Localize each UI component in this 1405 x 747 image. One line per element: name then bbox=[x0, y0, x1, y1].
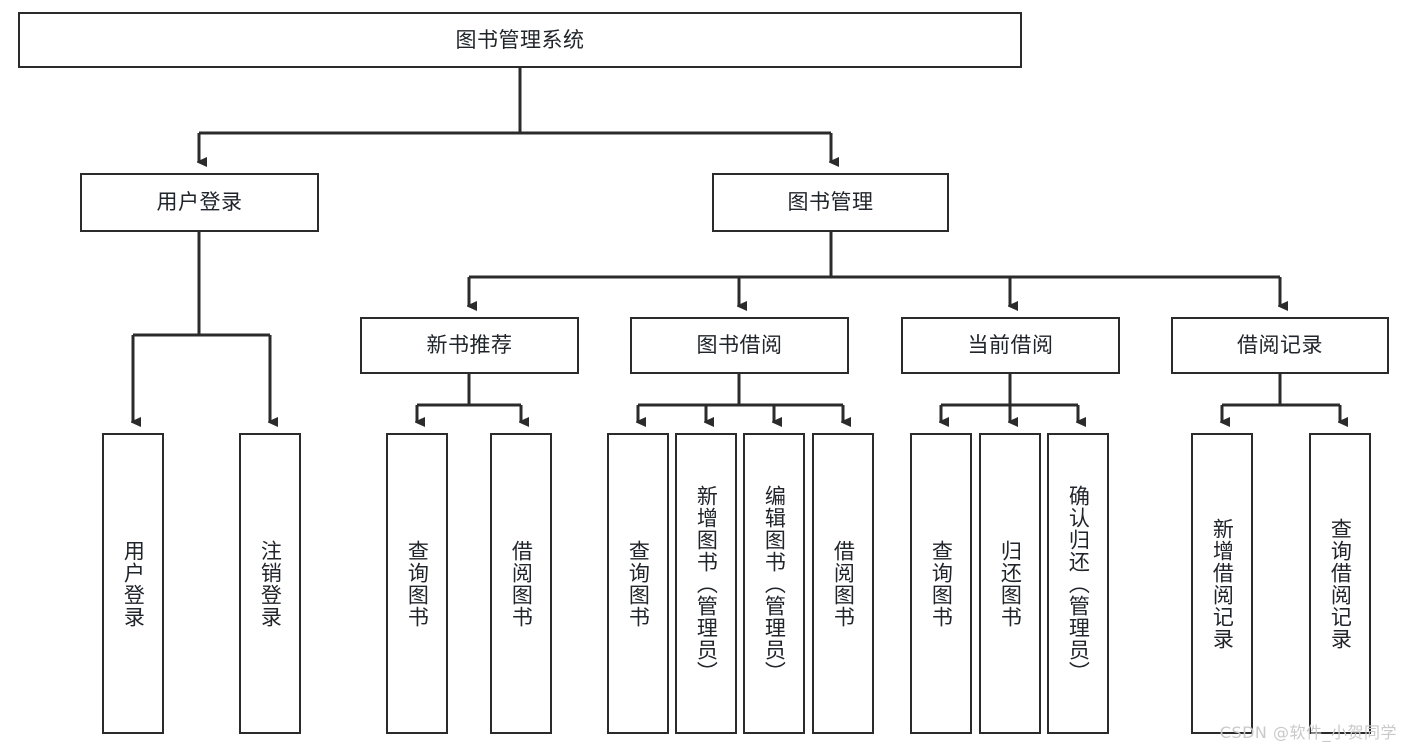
leaf-return-book-label: 归还图书 bbox=[998, 539, 1023, 628]
leaf-borrow-book[interactable]: 借阅图书 bbox=[812, 433, 874, 734]
leaf-current-query-book[interactable]: 查询图书 bbox=[910, 433, 972, 734]
node-new-book-recommend-label: 新书推荐 bbox=[426, 333, 513, 358]
node-root[interactable]: 图书管理系统 bbox=[18, 12, 1022, 68]
leaf-user-login[interactable]: 用户登录 bbox=[102, 433, 164, 734]
leaf-add-borrow-record[interactable]: 新增借阅记录 bbox=[1191, 433, 1253, 734]
csdn-watermark: CSDN @软件_小贺同学 bbox=[1219, 723, 1397, 742]
leaf-add-borrow-record-label: 新增借阅记录 bbox=[1210, 517, 1235, 650]
leaf-confirm-return-admin[interactable]: 确认归还（管理员） bbox=[1047, 433, 1109, 734]
node-user-login-label: 用户登录 bbox=[156, 190, 243, 215]
node-book-borrow[interactable]: 图书借阅 bbox=[630, 317, 849, 374]
node-root-label: 图书管理系统 bbox=[455, 27, 585, 52]
node-user-login[interactable]: 用户登录 bbox=[80, 173, 319, 232]
node-current-borrow[interactable]: 当前借阅 bbox=[901, 317, 1120, 374]
leaf-query-borrow-record-label: 查询借阅记录 bbox=[1328, 517, 1353, 650]
leaf-add-book-admin[interactable]: 新增图书（管理员） bbox=[675, 433, 737, 734]
leaf-borrow-query-book-label: 查询图书 bbox=[626, 539, 651, 628]
node-borrow-record-label: 借阅记录 bbox=[1237, 333, 1323, 358]
leaf-edit-book-admin[interactable]: 编辑图书（管理员） bbox=[743, 433, 805, 734]
node-book-borrow-label: 图书借阅 bbox=[696, 333, 783, 358]
leaf-logout-label: 注销登录 bbox=[258, 539, 283, 628]
leaf-query-borrow-record[interactable]: 查询借阅记录 bbox=[1309, 433, 1371, 734]
leaf-edit-book-admin-label: 编辑图书（管理员） bbox=[762, 484, 787, 683]
leaf-return-book[interactable]: 归还图书 bbox=[979, 433, 1041, 734]
leaf-new-book-borrow[interactable]: 借阅图书 bbox=[490, 433, 552, 734]
node-borrow-record[interactable]: 借阅记录 bbox=[1171, 317, 1389, 374]
node-book-manage[interactable]: 图书管理 bbox=[712, 173, 949, 232]
leaf-logout[interactable]: 注销登录 bbox=[239, 433, 301, 734]
leaf-new-book-query[interactable]: 查询图书 bbox=[386, 433, 448, 734]
leaf-user-login-label: 用户登录 bbox=[121, 539, 146, 628]
node-book-manage-label: 图书管理 bbox=[787, 190, 874, 215]
node-new-book-recommend[interactable]: 新书推荐 bbox=[360, 317, 579, 374]
leaf-confirm-return-admin-label: 确认归还（管理员） bbox=[1066, 484, 1091, 683]
leaf-new-book-borrow-label: 借阅图书 bbox=[509, 539, 534, 628]
leaf-new-book-query-label: 查询图书 bbox=[405, 539, 430, 628]
leaf-borrow-book-label: 借阅图书 bbox=[831, 539, 856, 628]
leaf-add-book-admin-label: 新增图书（管理员） bbox=[694, 484, 719, 683]
node-current-borrow-label: 当前借阅 bbox=[967, 333, 1054, 358]
leaf-borrow-query-book[interactable]: 查询图书 bbox=[607, 433, 669, 734]
leaf-current-query-book-label: 查询图书 bbox=[929, 539, 954, 628]
